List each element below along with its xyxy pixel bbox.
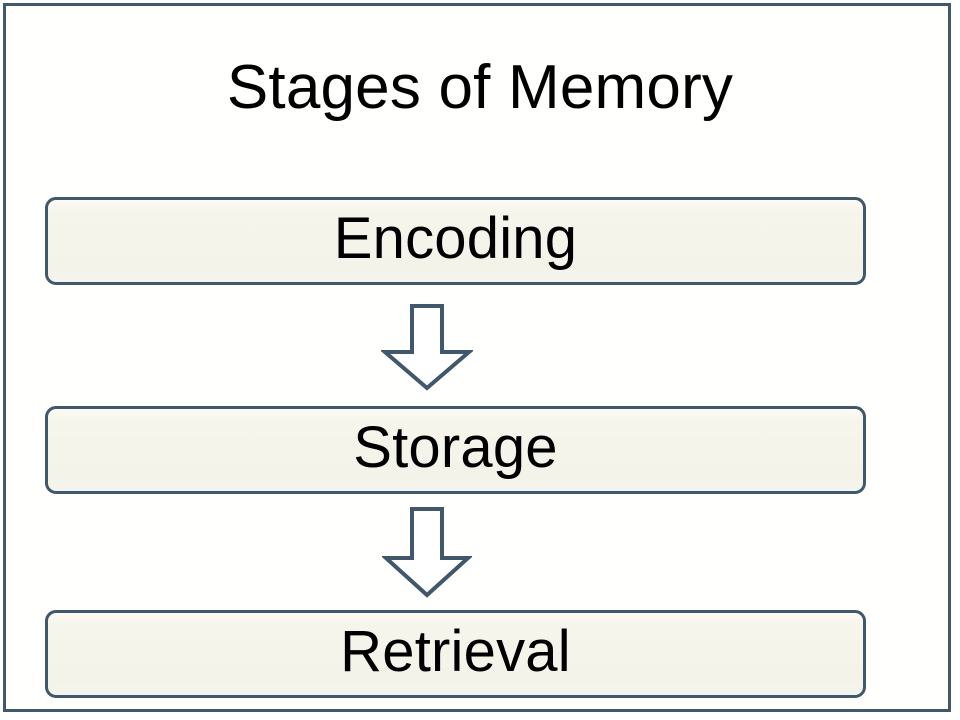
stage-label-storage: Storage [353, 415, 558, 480]
stage-box-encoding[interactable]: Encoding [45, 197, 866, 285]
down-arrow-icon [381, 303, 473, 391]
stage-label-encoding: Encoding [333, 206, 578, 271]
slide-frame-border [3, 3, 951, 712]
page-title: Stages of Memory [226, 53, 734, 122]
stage-box-storage[interactable]: Storage [45, 406, 866, 494]
stage-label-retrieval: Retrieval [340, 619, 571, 684]
stage-box-retrieval[interactable]: Retrieval [45, 610, 866, 698]
down-arrow-icon [382, 506, 472, 598]
